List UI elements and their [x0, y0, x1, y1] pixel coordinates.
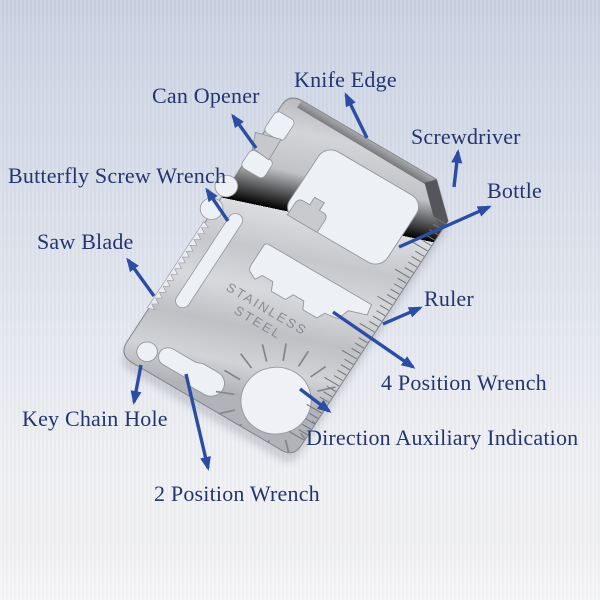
sun-ray: [216, 409, 236, 416]
callout-arrows: [126, 92, 492, 471]
ruler-tick: [430, 214, 446, 225]
arrow-butterfly-screw-wrench: [205, 187, 230, 222]
ruler-tick: [390, 288, 400, 295]
feature-label-key-chain-hole: Key Chain Hole: [22, 406, 168, 431]
arrow-bottle: [398, 205, 492, 249]
sun-ray: [310, 365, 327, 378]
ruler-tick: [340, 364, 351, 371]
ruler-tick: [377, 295, 393, 306]
arrow-2-position-wrench: [184, 373, 211, 471]
arrow-key-chain-hole: [130, 364, 143, 405]
ruler-tick: [359, 322, 375, 333]
ruler-tick: [305, 418, 315, 425]
feature-label-4-position-wrench: 4 Position Wrench: [381, 370, 547, 395]
ruler-tick: [358, 337, 368, 344]
sun-ray: [223, 369, 241, 381]
ruler-tick: [341, 349, 358, 360]
knife-edge-bevel: [297, 100, 437, 186]
multi-tool-card: STAINLESS STEEL: [122, 97, 449, 463]
feature-label-bottle: Bottle: [487, 178, 542, 203]
ruler-tick: [372, 315, 382, 322]
ruler-tick: [298, 429, 308, 436]
butterfly-wrench-notch: [214, 174, 239, 198]
ruler-tick: [308, 412, 319, 419]
ruler-tick: [324, 376, 340, 387]
feature-label-ruler: Ruler: [424, 286, 474, 311]
sun-ray: [261, 344, 268, 362]
sun-ray: [240, 353, 253, 369]
ruler-tick: [288, 430, 305, 441]
screwdriver-tip: [424, 179, 449, 230]
saw-blade-teeth: [146, 220, 209, 311]
ruler-tick: [404, 266, 414, 273]
feature-label-butterfly-screw-wrench: Butterfly Screw Wrench: [8, 163, 227, 188]
feature-label-screwdriver: Screwdriver: [411, 124, 521, 149]
arrow-saw-blade: [126, 257, 156, 297]
ruler-tick: [323, 391, 333, 398]
ruler-tick: [301, 423, 312, 430]
ruler-tick: [386, 294, 397, 300]
ruler-tick: [394, 268, 411, 279]
ruler-tick: [379, 304, 389, 311]
ruler-tick: [397, 277, 407, 284]
arrow-can-opener: [231, 113, 258, 149]
bottle-opener-lip: [286, 196, 327, 233]
feature-label-2-position-wrench: 2 Position Wrench: [154, 481, 320, 506]
ruler-tick: [326, 385, 336, 392]
arrow-4-position-wrench: [332, 310, 416, 369]
feature-label-direction-auxiliary-indication: Direction Auxiliary Indication: [306, 425, 579, 450]
saw-slot: [175, 213, 244, 309]
sun-ray: [297, 350, 310, 367]
sun-ray: [215, 390, 235, 396]
ruler-tick: [393, 283, 404, 290]
bottle-opener-cutout: [287, 149, 419, 265]
arrow-screwdriver: [451, 149, 463, 188]
ruler-tick: [337, 369, 347, 376]
ruler-tick: [376, 310, 386, 317]
ruler-tick: [422, 239, 432, 246]
ruler-tick: [407, 261, 418, 268]
four-position-wrench-cutout: [249, 243, 372, 320]
ruler-tick: [415, 250, 425, 257]
arrow-knife-edge: [344, 92, 369, 139]
ruler-tick: [351, 348, 361, 355]
direction-indicator-circle: [240, 366, 312, 435]
arrow-ruler: [382, 306, 423, 326]
sun-ray: [282, 343, 288, 361]
arrow-direction-auxiliary-indication: [298, 387, 332, 413]
feature-label-can-opener: Can Opener: [152, 83, 260, 108]
ruler-tick: [344, 358, 354, 365]
ruler-tick: [354, 342, 365, 349]
two-position-wrench-slot: [158, 347, 225, 397]
ruler-tick: [411, 256, 421, 263]
ruler-tick: [333, 375, 344, 382]
ruler-tick: [412, 241, 428, 252]
ruler-tick: [369, 321, 379, 327]
feature-label-knife-edge: Knife Edge: [294, 67, 397, 92]
sun-ray: [317, 386, 336, 392]
feature-label-saw-blade: Saw Blade: [37, 229, 134, 254]
key-chain-hole: [136, 341, 158, 362]
